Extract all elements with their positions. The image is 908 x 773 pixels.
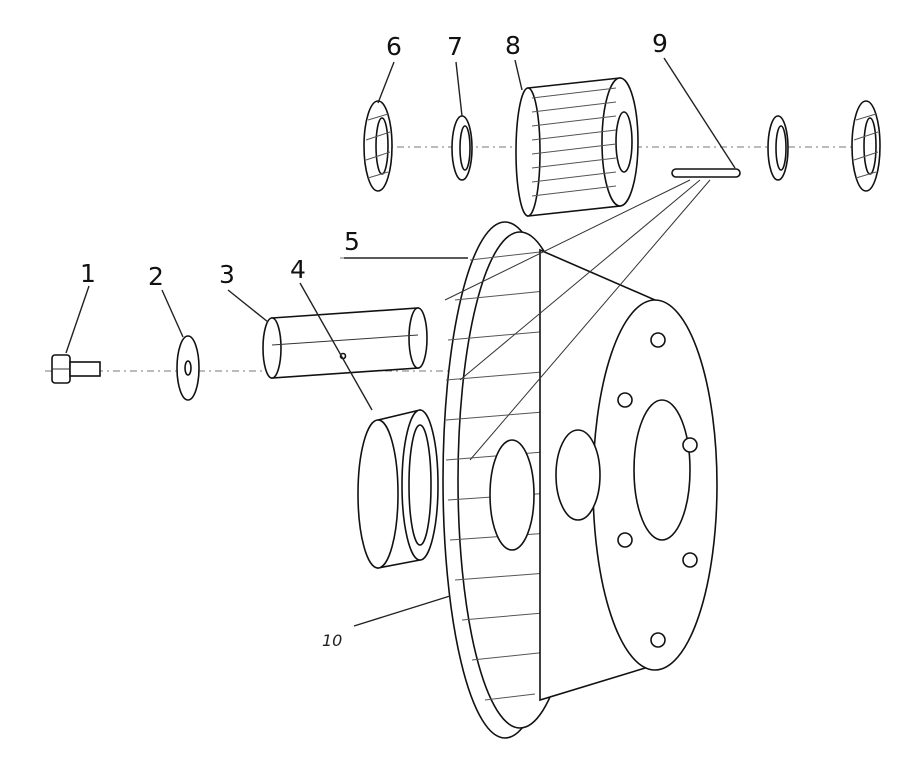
thrust-washer-right (851, 100, 881, 192)
callout-7: 7 (447, 32, 463, 61)
washer-part (176, 335, 200, 401)
callout-4: 4 (290, 255, 306, 284)
leader-lines (65, 57, 736, 627)
callout-5: 5 (344, 227, 360, 256)
pin-part (262, 307, 428, 379)
callout-1: 1 (80, 259, 96, 288)
planet-gear-part (515, 77, 639, 217)
callout-labels: 1 2 3 4 5 6 7 8 9 10 (80, 29, 668, 650)
callout-8: 8 (505, 31, 521, 60)
bolt-part (51, 354, 101, 384)
spacer-ring-right (767, 115, 789, 181)
callout-3: 3 (219, 260, 235, 289)
carrier-part (489, 248, 718, 702)
needle-roller-part (671, 168, 741, 178)
callout-6: 6 (386, 32, 402, 61)
thrust-washer-left (363, 100, 393, 192)
bearing-part (357, 408, 439, 569)
callout-2: 2 (148, 262, 164, 291)
callout-9: 9 (652, 29, 668, 58)
spacer-ring-left (451, 115, 473, 181)
callout-10: 10 (322, 631, 342, 650)
